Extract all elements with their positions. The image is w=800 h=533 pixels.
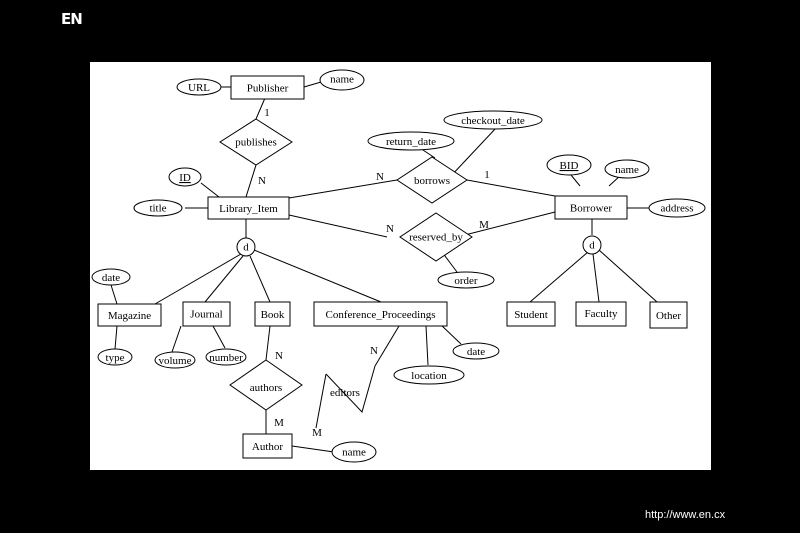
entity-faculty-label: Faculty [585,308,618,320]
attribute-number-label: number [209,352,243,364]
entity-borrower: Borrower [554,195,628,220]
cardinality-borrows-item: N [376,171,384,183]
attribute-return-date-label: return_date [386,136,436,148]
footer-url: http://www.en.cx [645,509,726,521]
attribute-publisher-name-label: name [330,74,354,86]
attribute-location: location [393,365,465,385]
relationship-reserved-by-label: reserved_by [409,232,463,244]
relationship-borrows: borrows [396,156,468,204]
entity-magazine-label: Magazine [108,310,151,322]
attribute-cp-date-label: date [467,346,485,358]
entity-borrower-label: Borrower [570,203,612,215]
relationship-reserved-by: reserved_by [399,212,473,262]
cardinality-authors-book: N [275,350,283,362]
entity-publisher-label: Publisher [247,83,289,95]
attribute-url: URL [176,78,222,96]
attribute-publisher-name: name [319,69,365,91]
specialization-borrower: d [582,235,602,255]
er-diagram: Publisher Library_Item Borrower Magazine… [91,69,706,463]
attribute-author-name: name [331,441,377,463]
entity-library-item-label: Library_Item [219,203,278,215]
entity-publisher: Publisher [230,75,305,100]
cardinality-editors-author: M [312,427,322,439]
entity-author: Author [242,433,293,459]
attribute-location-label: location [411,370,447,382]
entity-student-label: Student [514,309,548,321]
attribute-order: order [437,271,495,289]
attribute-title-label: title [149,203,166,215]
entity-magazine: Magazine [97,303,162,327]
relationship-authors: authors [229,359,303,411]
attribute-type-label: type [106,352,125,364]
relationship-editors-label: editors [330,387,360,399]
entity-library-item: Library_Item [207,196,290,220]
er-diagram-panel: Publisher Library_Item Borrower Magazine… [90,62,711,470]
attribute-volume-label: volume [159,355,192,367]
specialization-library-item-label: d [243,242,249,254]
attribute-borrower-name: name [604,159,650,179]
entity-book-label: Book [261,309,285,321]
attribute-author-name-label: name [342,447,366,459]
attribute-id-label: ID [179,172,191,184]
attribute-magazine-date-label: date [102,272,120,284]
attribute-borrower-name-label: name [615,164,639,176]
en-logo: EN [61,10,83,28]
relationship-publishes: publishes [219,118,293,166]
attribute-order-label: order [454,275,478,287]
attribute-number: number [205,348,247,366]
relationship-authors-label: authors [250,382,282,394]
entity-journal-label: Journal [190,309,222,321]
entity-author-label: Author [252,441,284,453]
cardinality-publishes-item: N [258,175,266,187]
entity-other-label: Other [656,310,681,322]
specialization-borrower-label: d [589,240,595,252]
attribute-id: ID [168,167,202,187]
entity-faculty: Faculty [575,301,627,327]
attribute-magazine-date: date [91,268,131,286]
attribute-bid-label: BID [560,160,579,172]
cardinality-borrows-borrower: 1 [484,169,490,181]
attribute-return-date: return_date [367,131,455,151]
entity-student: Student [506,301,556,327]
cardinality-reserved-item: N [386,223,394,235]
entity-other: Other [649,301,688,329]
attribute-cp-date: date [452,342,500,360]
cardinality-authors-author: M [274,417,284,429]
entity-conference-proceedings-label: Conference_Proceedings [326,309,436,321]
attribute-url-label: URL [188,82,210,94]
entity-book: Book [254,301,291,327]
relationship-publishes-label: publishes [235,137,277,149]
attribute-checkout-date-label: checkout_date [461,115,525,127]
attribute-volume: volume [154,351,196,369]
attribute-address: address [648,198,706,218]
cardinality-reserved-borrower: M [479,219,489,231]
attribute-address-label: address [661,203,694,215]
attribute-bid: BID [546,154,592,176]
attribute-type: type [97,348,133,366]
relationship-borrows-label: borrows [414,175,450,187]
cardinality-editors-cp: N [370,345,378,357]
entity-journal: Journal [182,301,231,327]
specialization-library-item: d [236,237,256,257]
cardinality-publishes-publisher: 1 [264,107,270,119]
attribute-checkout-date: checkout_date [443,110,543,130]
entity-conference-proceedings: Conference_Proceedings [313,301,448,327]
attribute-title: title [133,199,183,217]
